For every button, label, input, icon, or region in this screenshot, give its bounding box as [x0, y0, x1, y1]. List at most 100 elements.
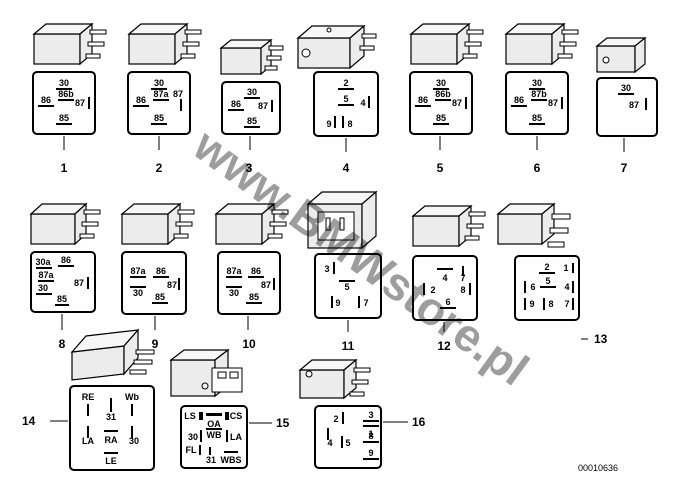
relay-3-pin-blade	[244, 97, 260, 99]
relay-16-pin-blade	[341, 436, 343, 448]
relay-10-housing-drawing	[214, 202, 289, 246]
relay-4-pin-blade	[334, 116, 336, 128]
relay-13-number: 13	[594, 332, 608, 346]
relay-15-pin-label: LA	[230, 432, 242, 442]
relay-5-housing-drawing	[409, 22, 484, 66]
relay-10-pin-label: 87a	[226, 266, 242, 276]
relay-3-housing-drawing	[219, 38, 284, 76]
relay-6-pin-blade	[511, 105, 527, 107]
relay-5-pin-blade	[433, 88, 449, 90]
relay-7-number: 7	[621, 161, 628, 175]
relay-7-pin-label: 87	[629, 100, 639, 110]
relay-11-pin-label: 9	[335, 298, 340, 308]
relay-5-pin-blade	[433, 123, 449, 125]
relay-5-pin-label: 87	[452, 98, 462, 108]
relay-15-pin-label: OA	[207, 419, 221, 429]
relay-11-housing-drawing	[306, 190, 378, 250]
relay-12-pin-label: 2	[430, 285, 435, 295]
relay-5-pin-label: 85	[436, 113, 446, 123]
relay-10-pin-label: 86	[251, 266, 261, 276]
relay-15-pin-label: WBS	[221, 455, 242, 465]
relay-3-pin-label: 86	[231, 99, 241, 109]
relay-12-housing-drawing	[411, 204, 486, 248]
relay-10-pin-face	[217, 251, 281, 315]
relay-15-number: 15	[276, 416, 290, 430]
relay-8-pin-blade	[38, 280, 54, 282]
relay-13-pin-label: 2	[544, 262, 549, 272]
relay-5-number: 5	[437, 161, 444, 175]
relay-12-pin-blade	[440, 307, 456, 309]
relay-3-number: 3	[246, 161, 253, 175]
relay-3-pin-label: 87	[258, 101, 268, 111]
relay-11: 3 5 9 7 11	[306, 190, 382, 353]
relay-9-pin-blade	[130, 276, 146, 278]
relay-16-pin-blade	[363, 420, 379, 422]
relay-14-pin-label: LA	[82, 436, 94, 446]
relay-10-pin-blade	[246, 302, 262, 304]
relay-11-number: 11	[342, 339, 355, 353]
relay-4-pin-label: 8	[347, 119, 352, 129]
relay-11-pin-blade	[339, 280, 355, 282]
relay-9-housing-drawing	[120, 202, 195, 246]
relay-4-housing-drawing	[296, 24, 377, 70]
relay-2-pin-label: 85	[154, 113, 164, 123]
relay-15-pin-label: WB	[207, 430, 222, 440]
relay-8-pin-blade	[87, 277, 89, 289]
relay-14-pin-label: Wb	[125, 392, 139, 402]
relay-2-pin-blade	[151, 123, 167, 125]
relay-3-pin-label: 85	[247, 116, 257, 126]
relay-13-pin-label: 5	[545, 276, 550, 286]
relay-2-number: 2	[156, 161, 163, 175]
relay-16-pin-blade	[327, 428, 329, 440]
relay-9-number: 9	[152, 337, 159, 351]
relay-4-pin-label: 4	[360, 98, 365, 108]
relay-1-pin-label: 85	[59, 113, 69, 123]
relay-8-pin-blade	[36, 293, 52, 295]
relay-4-number: 4	[343, 161, 350, 175]
relay-10-number: 10	[242, 337, 256, 351]
relay-1: 30 86b 86 87 85 1	[32, 22, 107, 175]
relay-6-number: 6	[534, 161, 541, 175]
relay-10-pin-label: 30	[229, 288, 239, 298]
relay-12-pin-label: 4	[442, 273, 447, 283]
relay-15-pin-blade	[226, 430, 228, 442]
relay-6-pin-label: 30	[532, 78, 542, 88]
relay-4-pin-blade	[368, 96, 370, 108]
relay-2-pin-label: 87a	[153, 89, 169, 99]
relay-8-number: 8	[59, 337, 66, 351]
relay-15-pin-blade	[225, 412, 229, 420]
relay-4: 2 5 4 9 8 4	[296, 24, 379, 175]
relay-13-pin-label: 4	[564, 282, 569, 292]
relay-9-pin-blade	[130, 286, 146, 288]
relay-14: RE Wb 31 LA RA 30 LE 14	[22, 328, 155, 471]
relay-12-pin-face	[412, 255, 478, 321]
relay-1-pin-blade	[88, 97, 90, 109]
relay-3-pin-face	[221, 81, 281, 135]
relay-6: 30 87b 86 87 85 6	[504, 22, 579, 175]
relay-6-pin-blade	[531, 99, 547, 101]
relay-3-pin-label: 30	[247, 87, 257, 97]
relay-1-pin-blade	[56, 88, 72, 90]
relay-11-pin-label: 7	[363, 298, 368, 308]
relay-9-pin-blade	[178, 278, 180, 290]
relay-11-pin-label: 5	[344, 282, 349, 292]
relay-2-housing-drawing	[127, 22, 202, 66]
relay-16-pin-label: 5	[345, 438, 350, 448]
relay-2-pin-blade	[180, 99, 182, 111]
relay-4-pin-label: 2	[343, 78, 348, 88]
relay-7: 30 87 7	[595, 36, 658, 175]
relay-8-pin-label: 87	[74, 278, 84, 288]
relay-8-pin-blade	[55, 304, 69, 306]
relay-14-housing-drawing	[70, 328, 155, 381]
relay-8-pin-label: 30	[38, 283, 48, 293]
relay-2: 30 87a 86 87 85 2	[127, 22, 202, 175]
relay-1-pin-label: 87	[75, 98, 85, 108]
relay-13-pin-blade	[572, 281, 574, 293]
relay-13-pin-label: 9	[529, 299, 534, 309]
relay-14-pin-blade	[87, 426, 89, 438]
relay-4-pin-label: 5	[343, 94, 348, 104]
relay-14-pin-blade	[104, 452, 118, 454]
relay-2-pin-blade	[153, 99, 169, 101]
